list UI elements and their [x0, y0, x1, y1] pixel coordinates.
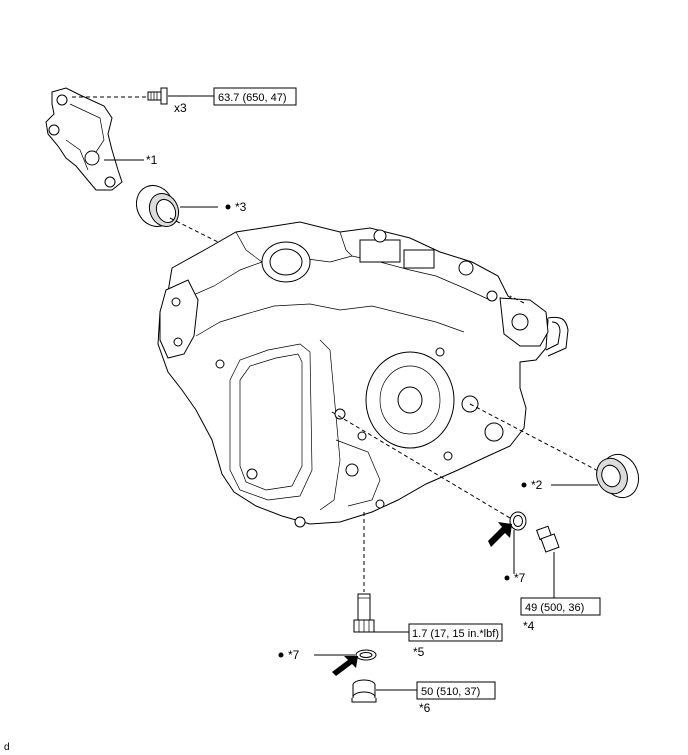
- callout-5: *5: [413, 645, 425, 659]
- footer-code: d: [4, 742, 10, 753]
- torque-box-tube-5: 1.7 (17, 15 in.*lbf): [408, 623, 503, 642]
- new-part-dot-7b: [278, 652, 284, 658]
- callout-4: *4: [523, 619, 535, 633]
- callout-7-right: *7: [514, 571, 526, 585]
- plug-part-4: [536, 525, 560, 598]
- torque-value-bracket-bolt: 63.7 (650, 47): [218, 92, 287, 104]
- oil-seal-part-3: [135, 185, 239, 253]
- callout-1: *1: [146, 153, 158, 167]
- tube-part-5: [353, 593, 412, 633]
- oil-seal-part-2: [551, 453, 640, 499]
- torque-value-tube-5: 1.7 (17, 15 in.*lbf): [412, 628, 499, 640]
- quantity-mark: x3: [174, 101, 187, 115]
- new-part-dot-7a: [504, 575, 510, 581]
- plug-part-6: [351, 679, 418, 703]
- torque-box-plug-6: 50 (510, 37): [416, 681, 496, 700]
- callout-6: *6: [419, 701, 431, 715]
- bracket-part-1: [45, 87, 150, 191]
- torque-box-plug-4: 49 (500, 36): [520, 597, 601, 616]
- torque-box-bracket-bolt: 63.7 (650, 47): [213, 87, 297, 106]
- gasket-part-7-lower: [314, 649, 377, 676]
- axis-line-top: [509, 295, 525, 304]
- arrow-icon: [488, 522, 512, 547]
- torque-value-plug-4: 49 (500, 36): [525, 602, 584, 614]
- gasket-part-7-right: [488, 511, 527, 574]
- arrow-icon: [332, 656, 358, 676]
- callout-2: *2: [531, 478, 543, 492]
- callout-7-lower: *7: [288, 648, 300, 662]
- bracket-bolt: [147, 87, 214, 105]
- new-part-dot-2: [521, 482, 527, 488]
- callout-3: *3: [235, 200, 247, 214]
- torque-value-plug-6: 50 (510, 37): [421, 686, 480, 698]
- new-part-dot-3: [225, 204, 231, 210]
- transaxle-housing: [157, 221, 569, 528]
